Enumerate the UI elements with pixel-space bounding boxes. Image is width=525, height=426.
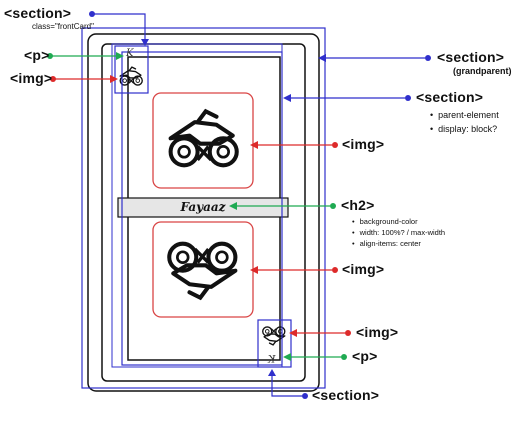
- arrowhead-grandparent: [318, 54, 326, 62]
- corner-box-top: [114, 45, 149, 94]
- h2-note: align-items: center: [352, 238, 445, 249]
- dot-parent: [405, 95, 411, 101]
- parent-note: display: block?: [430, 122, 499, 136]
- dot-h2: [330, 203, 336, 209]
- h2-band: [117, 197, 289, 218]
- arrowhead-p-bottom: [283, 353, 291, 361]
- dot-grandparent: [425, 55, 431, 61]
- dot-front: [89, 11, 95, 17]
- label-grandparent-note: (grandparent): [453, 66, 512, 76]
- dot-img-top: [50, 76, 56, 82]
- label-img-bottom: <img>: [356, 324, 399, 340]
- outline-grandparent: [81, 27, 326, 389]
- arrowhead-img-bottom: [289, 329, 297, 337]
- dot-img-lower: [332, 267, 338, 273]
- label-section-parent: <section>: [416, 89, 484, 105]
- label-front-class: class="frontCard": [32, 22, 94, 31]
- arrowhead-bottom: [268, 369, 276, 376]
- dot-img-upper: [332, 142, 338, 148]
- arrowhead-p-top: [116, 52, 124, 60]
- label-p-top: <p>: [24, 47, 50, 63]
- arrowhead-front: [141, 39, 149, 46]
- motorcycle-icon: [171, 111, 237, 165]
- arrowhead-img-upper: [250, 141, 258, 149]
- dot-img-bottom: [345, 330, 351, 336]
- connector-front: [92, 13, 146, 42]
- arrowhead-h2: [229, 202, 237, 210]
- img-frame-upper: [152, 92, 254, 189]
- dot-bottom: [302, 393, 308, 399]
- dot-p-top: [47, 53, 53, 59]
- arrowhead-img-top: [110, 75, 118, 83]
- corner-letter-bottom: K: [268, 352, 276, 363]
- label-img-top: <img>: [10, 70, 53, 86]
- img-frame-lower: [152, 221, 254, 318]
- motorcycle-icon: [119, 66, 143, 86]
- h2-note: width: 100%? / max-width: [352, 227, 445, 238]
- arrowhead-img-lower: [250, 266, 258, 274]
- corner-letter-top: K: [126, 48, 134, 59]
- card-outer: [87, 33, 320, 392]
- label-img-upper: <img>: [342, 136, 385, 152]
- label-section-bottom: <section>: [312, 387, 380, 403]
- parent-notes: parent-element display: block?: [430, 108, 499, 136]
- h2-note: background-color: [352, 216, 445, 227]
- label-section-front: <section>: [4, 5, 72, 21]
- label-h2: <h2>: [341, 197, 375, 213]
- connector-bottom: [271, 372, 302, 397]
- dot-p-bottom: [341, 354, 347, 360]
- arrowhead-parent: [283, 94, 291, 102]
- card-name: Fayaaz: [180, 200, 226, 214]
- label-p-bottom: <p>: [352, 348, 378, 364]
- label-section-grandparent: <section>: [437, 49, 505, 65]
- parent-note: parent-element: [430, 108, 499, 122]
- label-img-lower: <img>: [342, 261, 385, 277]
- h2-notes: background-color width: 100%? / max-widt…: [352, 216, 445, 249]
- motorcycle-icon: [169, 244, 235, 298]
